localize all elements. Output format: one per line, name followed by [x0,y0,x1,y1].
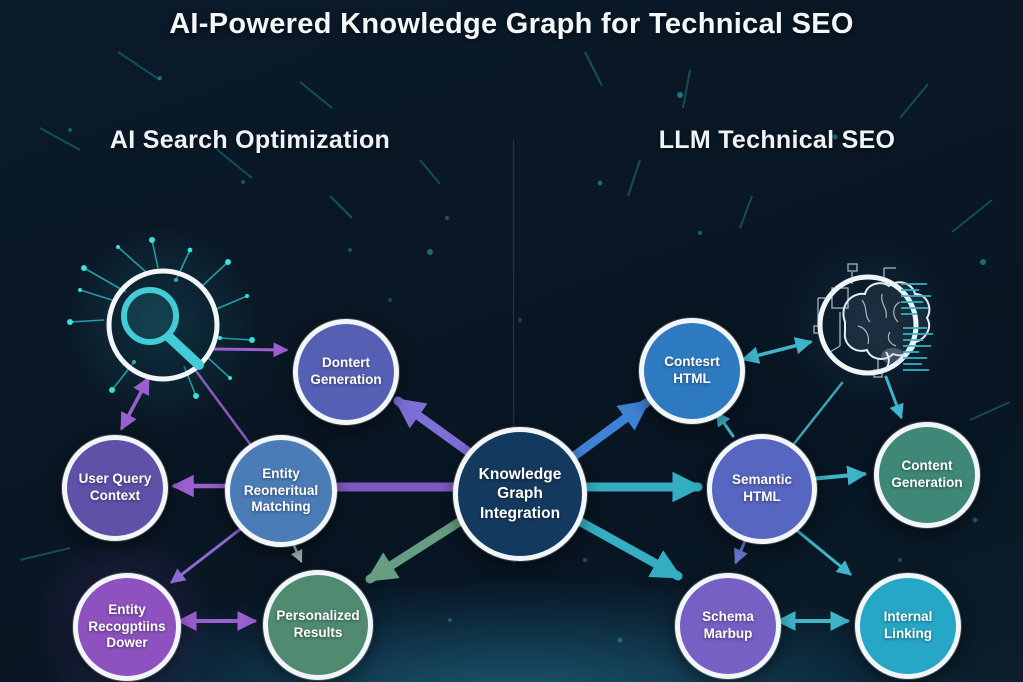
arrow-center-to-contest-html [568,398,651,462]
node-label-schema-markup: Schema Marbup [702,609,754,641]
node-label-internal-linking: Internal Linking [883,609,933,641]
line-semantic-html-to-brain-icon [791,381,844,447]
brain-icon-ring [817,274,919,376]
node-entity-recognition: Entity Recogptiins Dower [73,573,181,681]
node-content-generation-right: Content Generation [874,422,980,528]
code-text-lines [901,283,933,371]
node-schema-markup: Schema Marbup [675,573,781,679]
arrow-center-to-schema-markup [565,511,683,581]
arrow-center-to-content-generation-left [393,396,475,458]
node-personalized-results: Personalized Results [263,570,373,680]
node-label-user-query-context: User Query Context [78,471,152,503]
arrow-contest-html-brain-icon-bidirectional [741,337,813,364]
node-label-entity-recognition: Entity Recogptiins Dower [88,601,166,651]
arrow-entity-matching-to-entity-recognition [170,522,249,584]
node-user-query-context: User Query Context [62,435,168,541]
ai-brain-circuit-icon [813,263,933,378]
node-contest-html: Contesrt HTML [639,318,745,424]
node-label-contest-html: Contesrt HTML [664,354,720,386]
page-title: AI-Powered Knowledge Graph for Technical… [169,8,854,40]
section-heading-llm-technical-seo: LLM Technical SEO [658,126,896,154]
node-label-knowledge-graph: Knowledge Graph Integration [478,465,562,522]
magnifier-handle [164,332,204,370]
node-semantic-html: Semantic HTML [707,434,817,544]
node-entity-matching: Entity Reoneritual Matching [225,435,337,547]
node-label-content-generation-right: Content Generation [891,458,963,490]
node-label-semantic-html: Semantic HTML [731,472,793,504]
magnifier-lens [121,287,179,345]
background-particles [19,51,1011,643]
arrow-search-icon-to-content-generation-left [210,342,289,358]
node-knowledge-graph-integration: Knowledge Graph Integration [453,427,587,561]
node-label-entity-matching: Entity Reoneritual Matching [243,465,319,515]
search-network-icon [67,237,255,399]
arrow-search-icon-user-query-bidirectional [120,376,150,431]
node-label-personalized-results: Personalized Results [276,608,360,640]
connector-arrows [120,337,904,631]
arrow-semantic-html-to-contest-html [715,410,735,438]
node-internal-linking: Internal Linking [855,573,961,679]
node-content-generation-left: Dontert Generation [293,319,399,425]
circuit-traces [813,263,896,378]
arrow-center-to-personalized-results [365,512,472,584]
line-search-icon-to-entity-matching [194,369,252,446]
node-label-content-generation-left: Dontert Generation [310,355,382,387]
arrow-semantic-html-to-content-generation-right [808,465,868,486]
arrow-brain-icon-to-content-generation-right [884,375,904,420]
section-heading-ai-search-optimization: AI Search Optimization [109,126,391,154]
arrow-semantic-html-to-internal-linking [787,522,852,576]
